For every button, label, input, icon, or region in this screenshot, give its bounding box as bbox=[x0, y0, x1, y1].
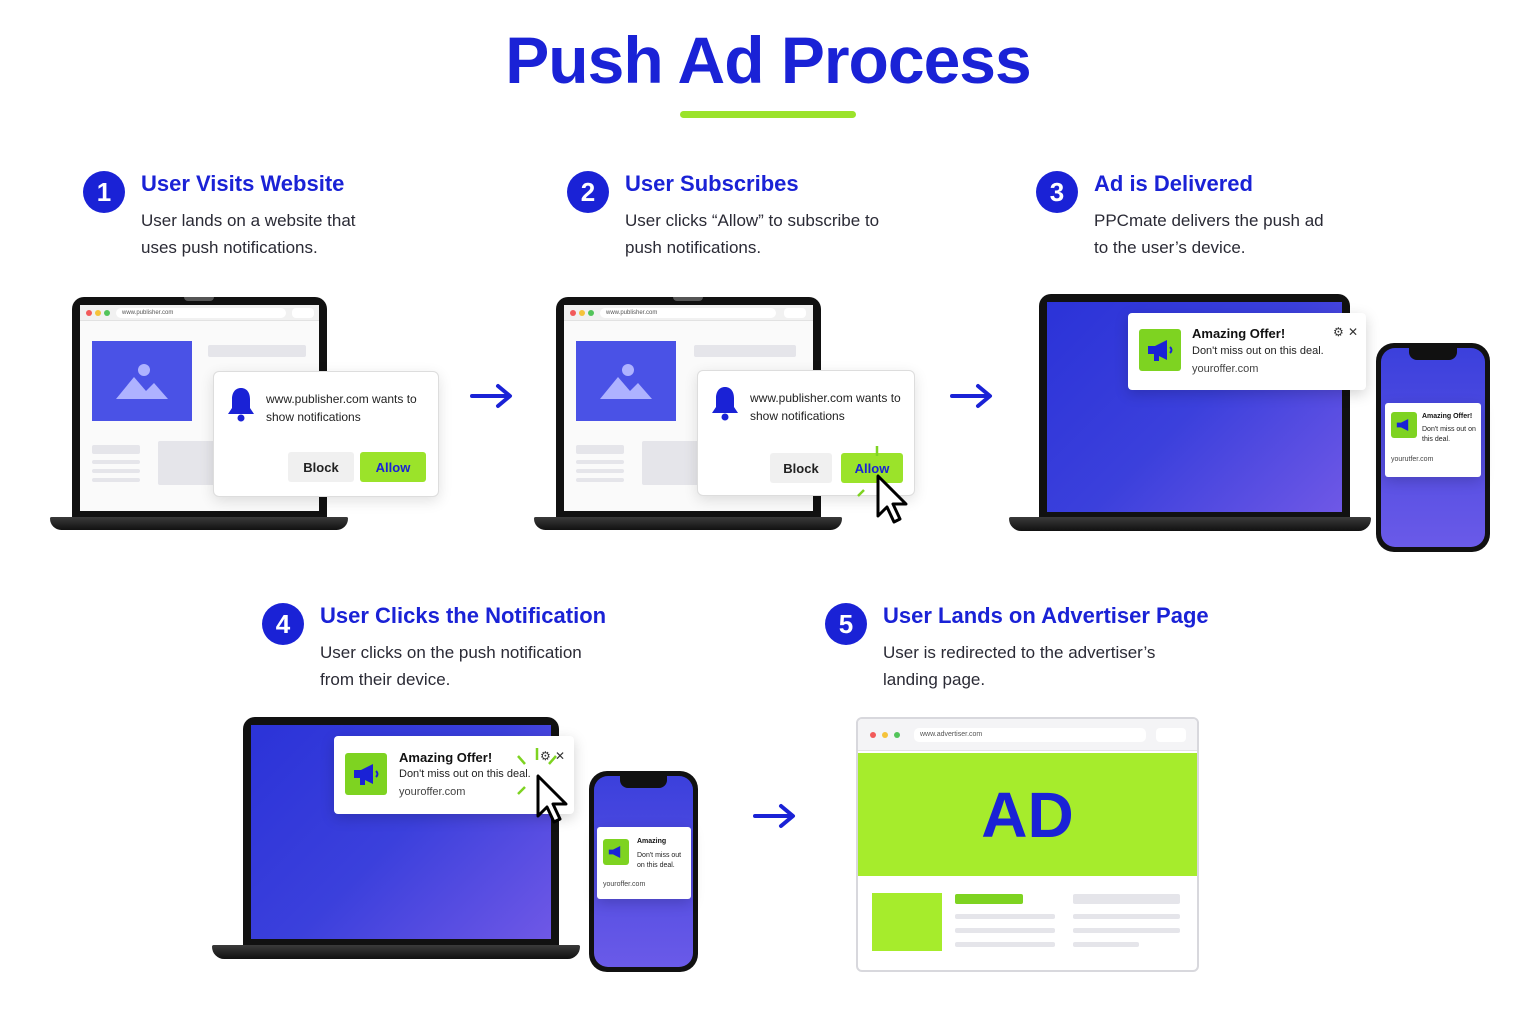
notification-title: Amazing bbox=[637, 838, 667, 845]
ad-banner[interactable]: AD bbox=[858, 753, 1197, 876]
notification-url: yourutfer.com bbox=[1391, 456, 1434, 463]
browser-bar: www.publisher.com bbox=[564, 305, 813, 321]
step-4-phone: Amazing Don't miss out on this deal. you… bbox=[589, 771, 698, 972]
cursor-icon bbox=[517, 748, 568, 824]
notification-title: Amazing Offer! bbox=[1422, 413, 1473, 420]
step-3-number: 3 bbox=[1036, 171, 1078, 213]
permission-message: www.publisher.com wants to show notifica… bbox=[750, 391, 901, 423]
bell-icon bbox=[712, 387, 738, 421]
advertiser-browser: www.advertiser.com AD bbox=[856, 717, 1199, 972]
browser-bar: www.advertiser.com bbox=[858, 719, 1197, 751]
notification-body: Don't miss out on this deal. bbox=[399, 768, 531, 780]
block-button[interactable]: Block bbox=[770, 453, 832, 483]
step-2-number: 2 bbox=[567, 171, 609, 213]
step-3-laptop-base bbox=[1009, 517, 1371, 531]
step-5-number: 5 bbox=[825, 603, 867, 645]
step-4-description: User clicks on the push notification fro… bbox=[320, 643, 582, 689]
browser-bar: www.publisher.com bbox=[80, 305, 319, 321]
step-3-laptop-notification[interactable]: Amazing Offer! Don't miss out on this de… bbox=[1128, 313, 1366, 390]
notification-url: youroffer.com bbox=[399, 786, 466, 798]
step-4-title: User Clicks the Notification bbox=[320, 603, 607, 628]
step-1-title: User Visits Website bbox=[141, 171, 345, 196]
step-1-description: User lands on a website that uses push n… bbox=[141, 211, 356, 257]
allow-button[interactable]: Allow bbox=[841, 453, 903, 483]
image-icon bbox=[116, 364, 168, 399]
step-4-laptop-notification[interactable]: Amazing Offer! Don't miss out on this de… bbox=[334, 736, 574, 814]
image-placeholder bbox=[92, 341, 192, 421]
page-title: Push Ad Process bbox=[505, 23, 1031, 97]
phone-notification[interactable]: Amazing Don't miss out on this deal. you… bbox=[597, 827, 691, 899]
phone-notification[interactable]: Amazing Offer! Don't miss out on this de… bbox=[1385, 403, 1481, 477]
step-2-description: User clicks “Allow” to subscribe to push… bbox=[625, 211, 880, 257]
step-1-permission-popup: www.publisher.com wants to show notifica… bbox=[213, 371, 439, 497]
product-image bbox=[872, 893, 942, 951]
step-2-title: User Subscribes bbox=[625, 171, 799, 196]
arrow-right-icon bbox=[753, 804, 795, 828]
notification-body: Don't miss out on this deal. bbox=[637, 852, 682, 869]
step-2-laptop-base bbox=[534, 517, 842, 530]
cursor-icon bbox=[857, 446, 908, 524]
gear-icon[interactable]: ⚙ bbox=[1333, 325, 1344, 339]
notification-url: youroffer.com bbox=[1192, 363, 1259, 375]
permission-message: www.publisher.com wants to show notifica… bbox=[266, 392, 417, 424]
allow-button[interactable]: Allow bbox=[360, 452, 426, 482]
step-1-laptop-base bbox=[50, 517, 348, 530]
arrow-right-icon bbox=[470, 384, 512, 408]
arrow-right-icon bbox=[950, 384, 992, 408]
gear-icon[interactable]: ⚙ bbox=[540, 749, 551, 763]
megaphone-icon bbox=[345, 753, 387, 795]
step-3-description: PPCmate delivers the push ad to the user… bbox=[1094, 211, 1324, 257]
address-bar[interactable]: www.advertiser.com bbox=[914, 728, 1146, 742]
notification-title: Amazing Offer! bbox=[1192, 326, 1286, 341]
notification-body: Don't miss out on this deal. bbox=[1192, 345, 1324, 357]
notification-body: Don't miss out on this deal. bbox=[1422, 426, 1476, 443]
step-4-laptop-base bbox=[212, 945, 580, 959]
step-3-phone: Amazing Offer! Don't miss out on this de… bbox=[1376, 343, 1490, 552]
megaphone-icon bbox=[1391, 412, 1417, 438]
notification-url: youroffer.com bbox=[603, 881, 646, 888]
block-button[interactable]: Block bbox=[288, 452, 354, 482]
address-bar[interactable]: www.publisher.com bbox=[600, 308, 776, 318]
notification-title: Amazing Offer! bbox=[399, 750, 493, 765]
step-5-title: User Lands on Advertiser Page bbox=[883, 603, 1209, 628]
close-icon[interactable]: ✕ bbox=[555, 749, 566, 763]
image-icon bbox=[600, 364, 652, 399]
bell-icon bbox=[228, 388, 254, 422]
title-underline bbox=[680, 111, 856, 118]
step-5-description: User is redirected to the advertiser’s l… bbox=[883, 643, 1156, 689]
step-1-number: 1 bbox=[83, 171, 125, 213]
megaphone-icon bbox=[603, 839, 629, 865]
address-bar[interactable]: www.publisher.com bbox=[116, 308, 286, 318]
megaphone-icon bbox=[1139, 329, 1181, 371]
step-4-number: 4 bbox=[262, 603, 304, 645]
close-icon[interactable]: ✕ bbox=[1348, 325, 1359, 339]
step-3-title: Ad is Delivered bbox=[1094, 171, 1253, 196]
image-placeholder bbox=[576, 341, 676, 421]
